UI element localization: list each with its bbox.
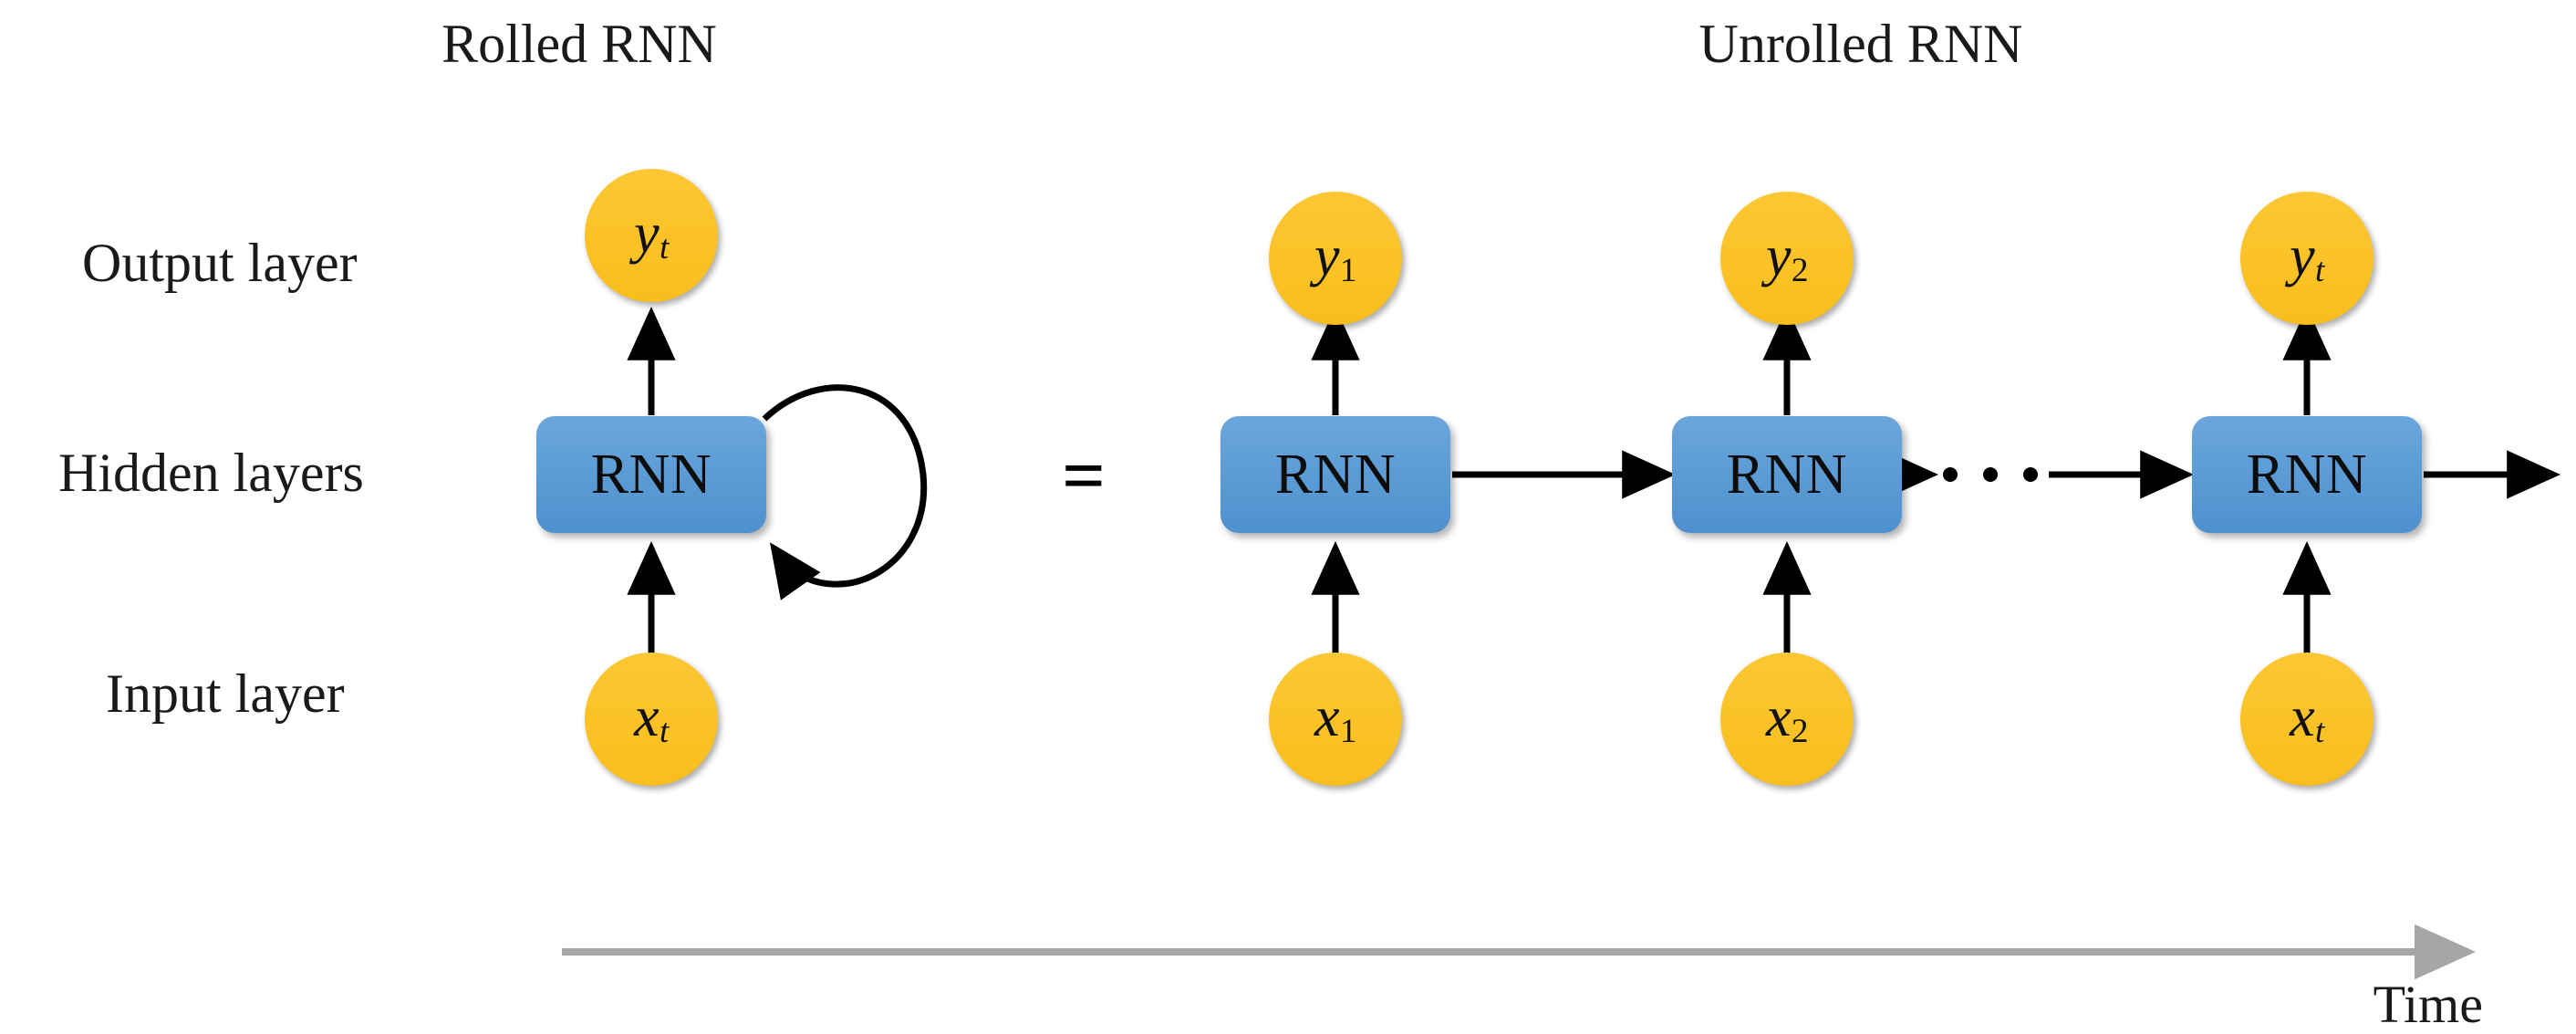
ellipsis-icon bbox=[1943, 467, 2038, 482]
time-axis-label: Time bbox=[2373, 975, 2483, 1034]
cell-rnn-stept: RNN bbox=[2192, 416, 2422, 533]
node-input-xt-text: xt bbox=[2290, 686, 2325, 750]
label-input-layer: Input layer bbox=[106, 663, 345, 724]
node-output-yt-rolled: yt bbox=[585, 169, 718, 302]
label-hidden-layers: Hidden layers bbox=[58, 443, 364, 503]
cell-rnn-step2-label: RNN bbox=[1726, 444, 1848, 506]
node-output-y2-text: y2 bbox=[1765, 225, 1809, 289]
node-input-x2-text: x2 bbox=[1765, 686, 1809, 750]
arrow-rolled-self-loop bbox=[762, 384, 928, 601]
node-input-x2: x2 bbox=[1720, 653, 1854, 786]
cell-rnn-step1-label: RNN bbox=[1274, 444, 1397, 506]
cell-rnn-step2: RNN bbox=[1672, 416, 1902, 533]
label-output-layer: Output layer bbox=[82, 233, 358, 293]
cell-rnn-step1: RNN bbox=[1220, 416, 1450, 533]
cell-rnn-stept-label: RNN bbox=[2246, 444, 2368, 506]
node-output-y1: y1 bbox=[1269, 192, 1402, 325]
node-output-yt-text: yt bbox=[2290, 225, 2325, 289]
node-input-x1-text: x1 bbox=[1314, 686, 1357, 750]
node-output-y2: y2 bbox=[1720, 192, 1854, 325]
node-input-xt-rolled-text: xt bbox=[634, 686, 670, 750]
node-output-yt: yt bbox=[2240, 192, 2373, 325]
node-input-xt: xt bbox=[2240, 653, 2373, 786]
equals-sign: = bbox=[1062, 433, 1106, 518]
node-input-xt-rolled: xt bbox=[585, 653, 718, 786]
node-output-yt-rolled-text: yt bbox=[634, 203, 670, 266]
node-input-x1: x1 bbox=[1269, 653, 1402, 786]
title-rolled: Rolled RNN bbox=[441, 14, 717, 74]
cell-rnn-rolled-label: RNN bbox=[590, 444, 712, 506]
cell-rnn-rolled: RNN bbox=[536, 416, 766, 533]
title-unrolled: Unrolled RNN bbox=[1698, 14, 2023, 74]
node-output-y1-text: y1 bbox=[1314, 225, 1357, 289]
